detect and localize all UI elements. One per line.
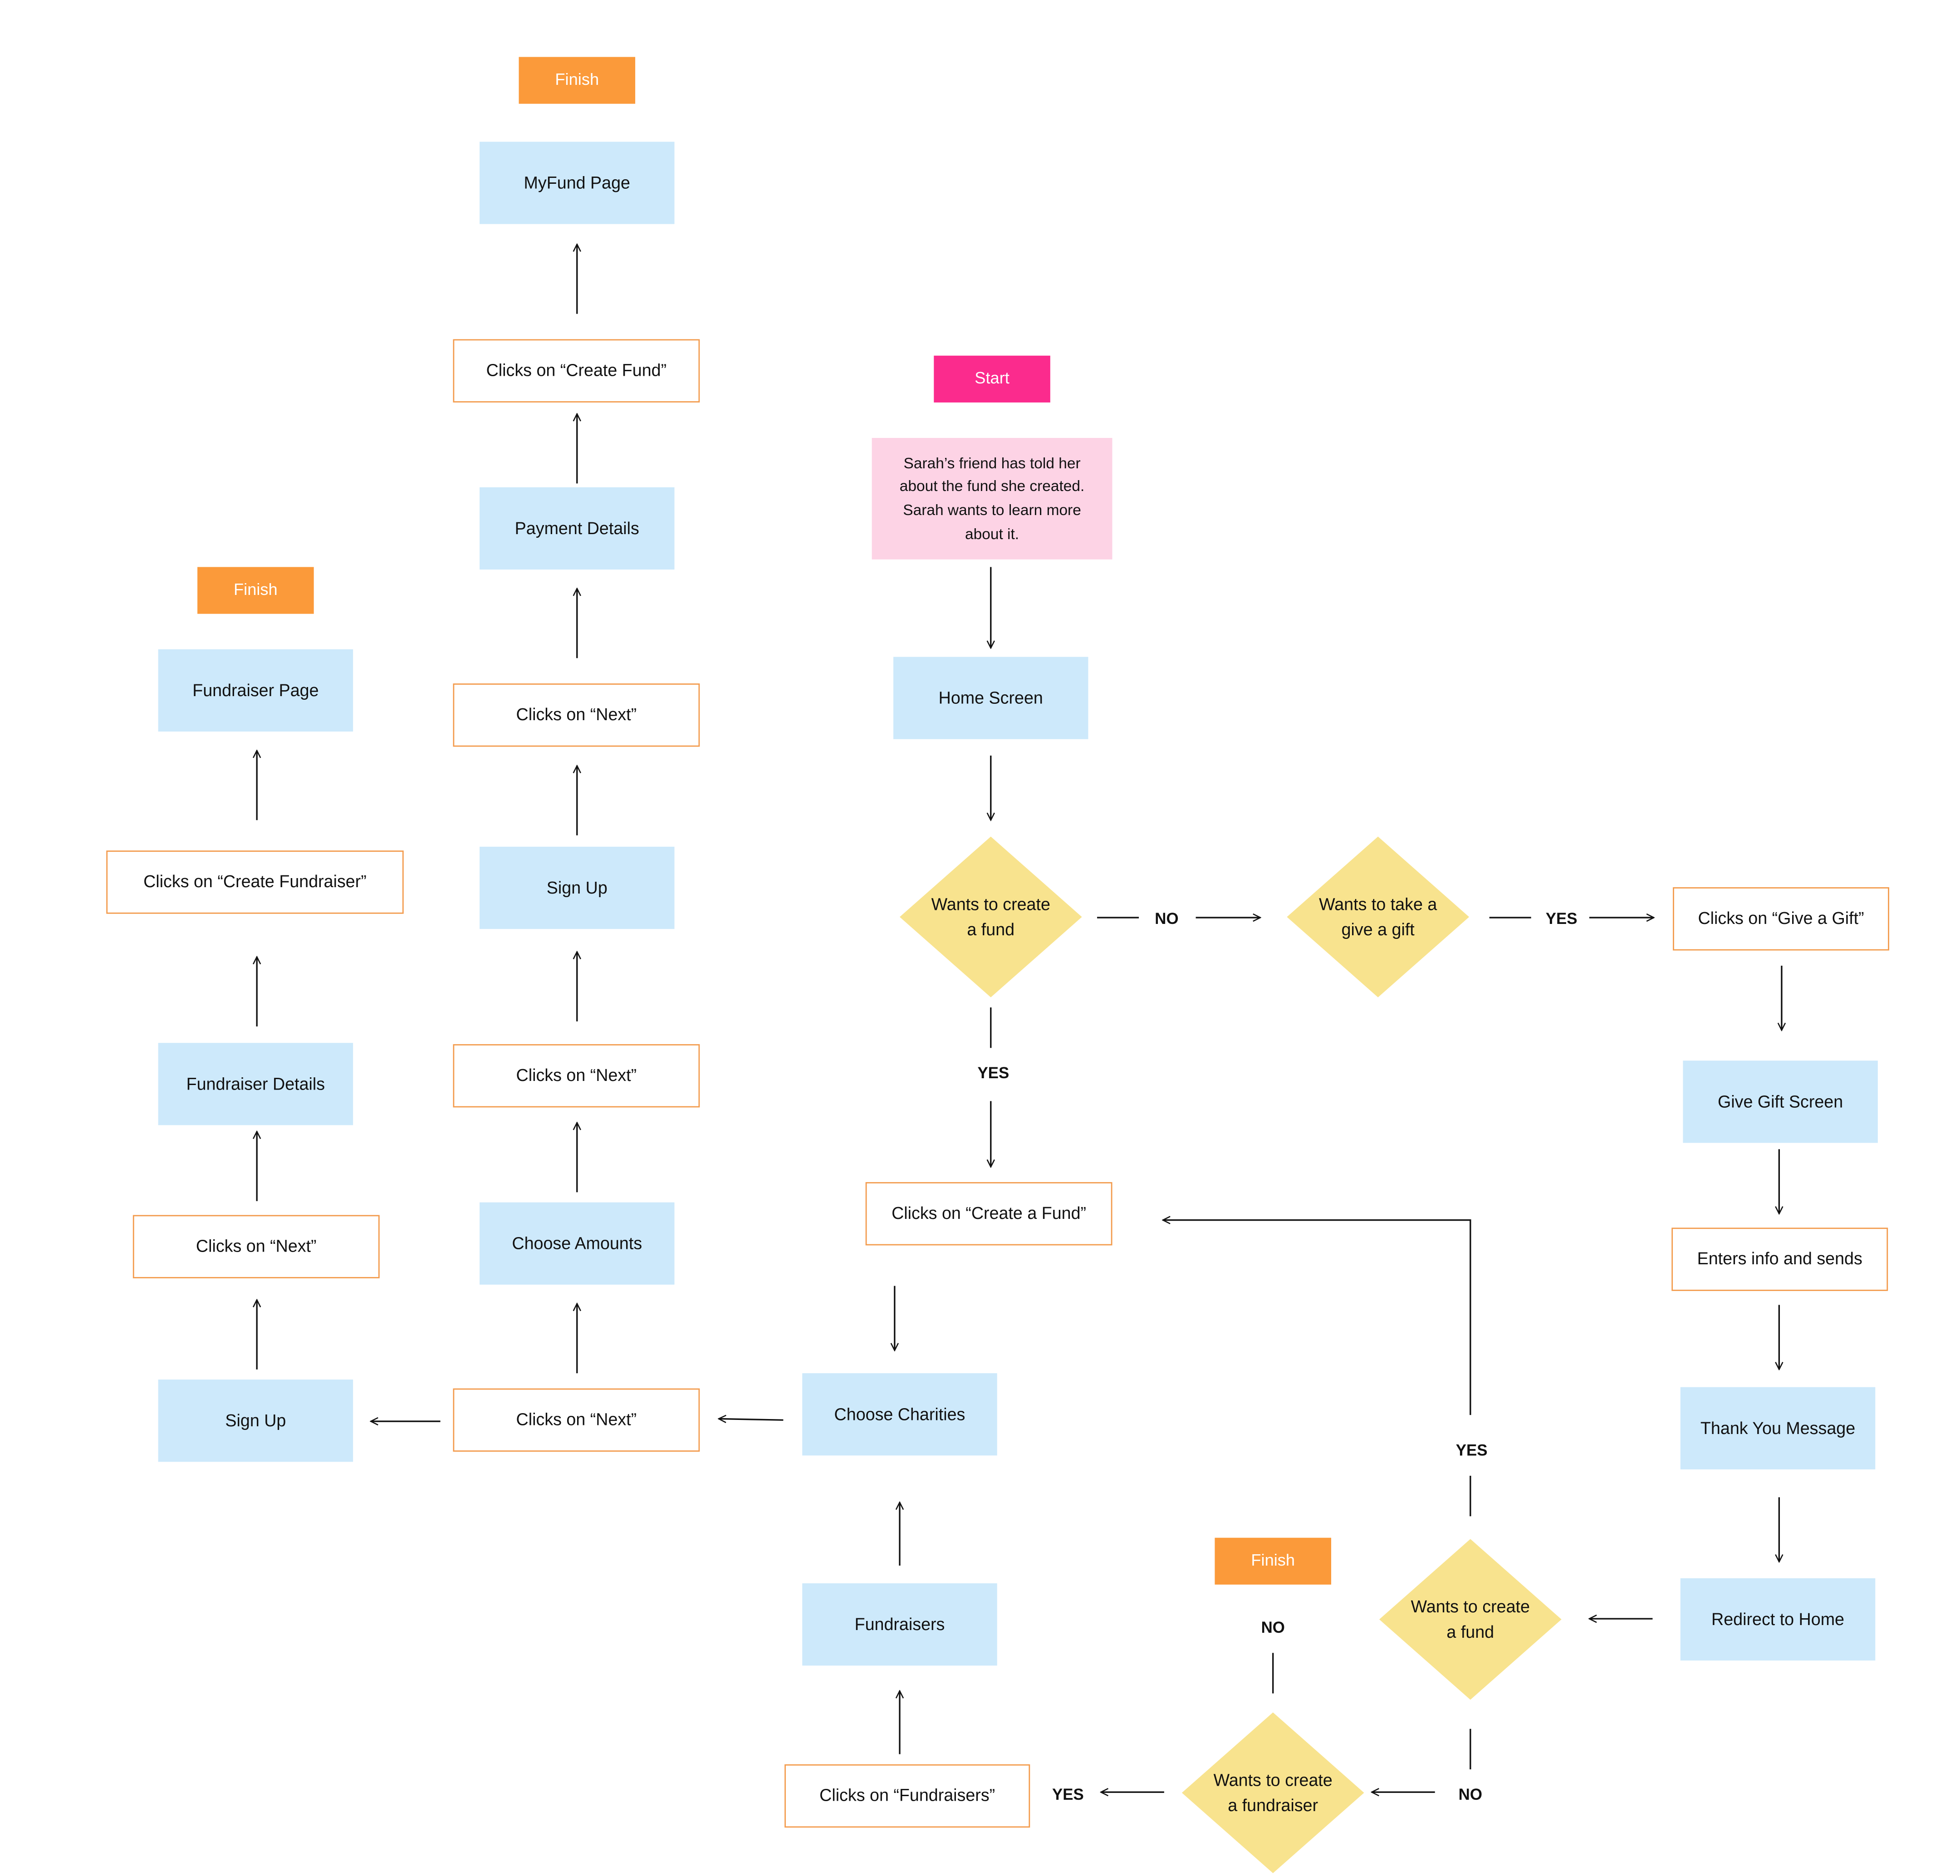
- start-node: Start: [934, 355, 1050, 403]
- fundraisers-node: Fundraisers: [802, 1583, 997, 1666]
- decision-label: Wants to create a fundraiser: [1213, 1770, 1333, 1815]
- label-yes-create-fund: YES: [977, 1064, 1009, 1082]
- give-gift-screen-node: Give Gift Screen: [1683, 1061, 1878, 1143]
- enters-info-node: Enters info and sends: [1671, 1228, 1888, 1291]
- sign-up-mid-node: Sign Up: [480, 846, 675, 929]
- label-no-fundraiser: NO: [1261, 1619, 1285, 1637]
- arrow-yes-loop-to-create-a-fund: [1163, 1220, 1471, 1415]
- arrow-charities-to-next: [719, 1419, 784, 1420]
- decision-label: Wants to take a give a gift: [1319, 894, 1437, 939]
- clicks-fundraisers-node: Clicks on “Fundraisers”: [784, 1764, 1030, 1828]
- scenario-note: Sarah’s friend has told her about the fu…: [872, 437, 1112, 560]
- clicks-create-a-fund-node: Clicks on “Create a Fund”: [865, 1182, 1112, 1246]
- diamond-shape: [1287, 836, 1470, 997]
- decision-label: Wants to create a fund: [1411, 1597, 1530, 1641]
- label-no-create-fund: NO: [1155, 910, 1179, 928]
- thank-you-node: Thank You Message: [1680, 1387, 1876, 1470]
- diamond-shape: [899, 836, 1082, 997]
- finish-right-node: Finish: [1215, 1537, 1332, 1585]
- decision-create-fund: Wants to create a fund: [899, 836, 1082, 997]
- choose-charities-node: Choose Charities: [802, 1373, 997, 1456]
- diamond-shape: [1181, 1712, 1364, 1873]
- redirect-home-node: Redirect to Home: [1680, 1578, 1876, 1661]
- clicks-next-mid-node: Clicks on “Next”: [453, 1044, 700, 1108]
- clicks-create-fund-node: Clicks on “Create Fund”: [453, 339, 700, 403]
- label-yes-create-fund-2: YES: [1455, 1441, 1488, 1459]
- diamond-shape: [1379, 1539, 1562, 1700]
- clicks-create-fundraiser-node: Clicks on “Create Fundraiser”: [106, 850, 404, 914]
- clicks-next-bottom-node: Clicks on “Next”: [453, 1388, 700, 1452]
- finish-left-node: Finish: [197, 567, 314, 614]
- home-screen-node: Home Screen: [893, 657, 1088, 739]
- clicks-give-gift-node: Clicks on “Give a Gift”: [1673, 887, 1889, 951]
- decision-create-fundraiser: Wants to create a fundraiser: [1181, 1712, 1364, 1873]
- myfund-page-node: MyFund Page: [480, 142, 675, 224]
- choose-amounts-node: Choose Amounts: [480, 1202, 675, 1285]
- fundraiser-page-node: Fundraiser Page: [158, 649, 353, 732]
- sign-up-left-node: Sign Up: [158, 1380, 353, 1462]
- label-yes-fundraiser: YES: [1052, 1786, 1084, 1804]
- label-yes-give-gift: YES: [1545, 910, 1578, 928]
- decision-give-gift: Wants to take a give a gift: [1287, 836, 1470, 997]
- label-no-create-fund-2: NO: [1458, 1786, 1482, 1804]
- payment-details-node: Payment Details: [480, 487, 675, 570]
- decision-label: Wants to create a fund: [931, 894, 1050, 939]
- clicks-next-left-node: Clicks on “Next”: [132, 1215, 380, 1278]
- fundraiser-details-node: Fundraiser Details: [158, 1043, 353, 1125]
- finish-top-node: Finish: [519, 57, 636, 104]
- decision-create-fund-2: Wants to create a fund: [1379, 1539, 1562, 1700]
- clicks-next-top-node: Clicks on “Next”: [453, 683, 700, 747]
